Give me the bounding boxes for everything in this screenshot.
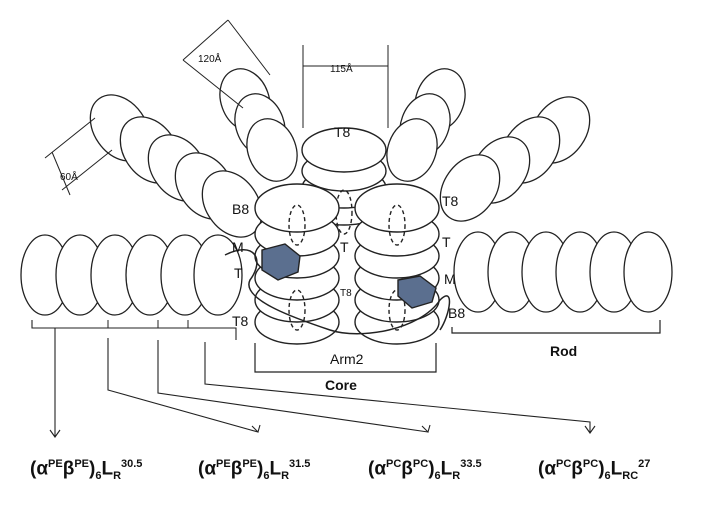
label-b8-right: B8 (448, 305, 465, 321)
rod-upper-left (89, 94, 263, 238)
rod-bracket (451, 320, 661, 334)
left-rod-bracket (31, 320, 237, 340)
arm2-bracket (254, 343, 437, 373)
label-t-left: T (234, 265, 243, 281)
caption-4: (αPCβPC)6LRC27 (538, 458, 651, 483)
caption-2: (αPEβPE)6LR31.5 (198, 458, 311, 483)
rod-right (453, 231, 673, 313)
label-t8-left: T8 (232, 313, 249, 329)
label-arm2: Arm2 (330, 351, 364, 367)
label-t8-top: T8 (334, 124, 351, 140)
rod-left (20, 234, 243, 316)
caption-3: (αPCβPC)6LR33.5 (368, 458, 482, 483)
core-linker-loop (224, 249, 451, 335)
dimension-120-label: 120Å (198, 52, 222, 65)
rod-upper-right (439, 96, 591, 222)
label-t-right: T (442, 234, 451, 250)
dimension-115-label: 115Å (330, 62, 353, 75)
label-core: Core (325, 377, 357, 393)
label-t8-center: T8 (340, 288, 352, 299)
label-t-center: T (340, 239, 349, 255)
rod-upper-center-right (386, 68, 466, 182)
dimension-115 (302, 45, 389, 128)
caption-arrows (49, 328, 596, 438)
label-m-right: M (444, 271, 456, 287)
caption-1: (αPEβPE)6LR30.5 (30, 458, 143, 483)
label-rod: Rod (550, 343, 577, 359)
label-t8-right: T8 (442, 193, 459, 209)
dimension-120 (182, 19, 271, 109)
label-b8-left: B8 (232, 201, 249, 217)
rod-upper-center-left (219, 68, 298, 182)
dimension-60 (44, 117, 113, 196)
core-left-cylinder (254, 183, 340, 345)
dimension-60-label: 60Å (60, 170, 78, 183)
label-m-left: M (232, 239, 244, 255)
core-right-cylinder (354, 183, 440, 345)
